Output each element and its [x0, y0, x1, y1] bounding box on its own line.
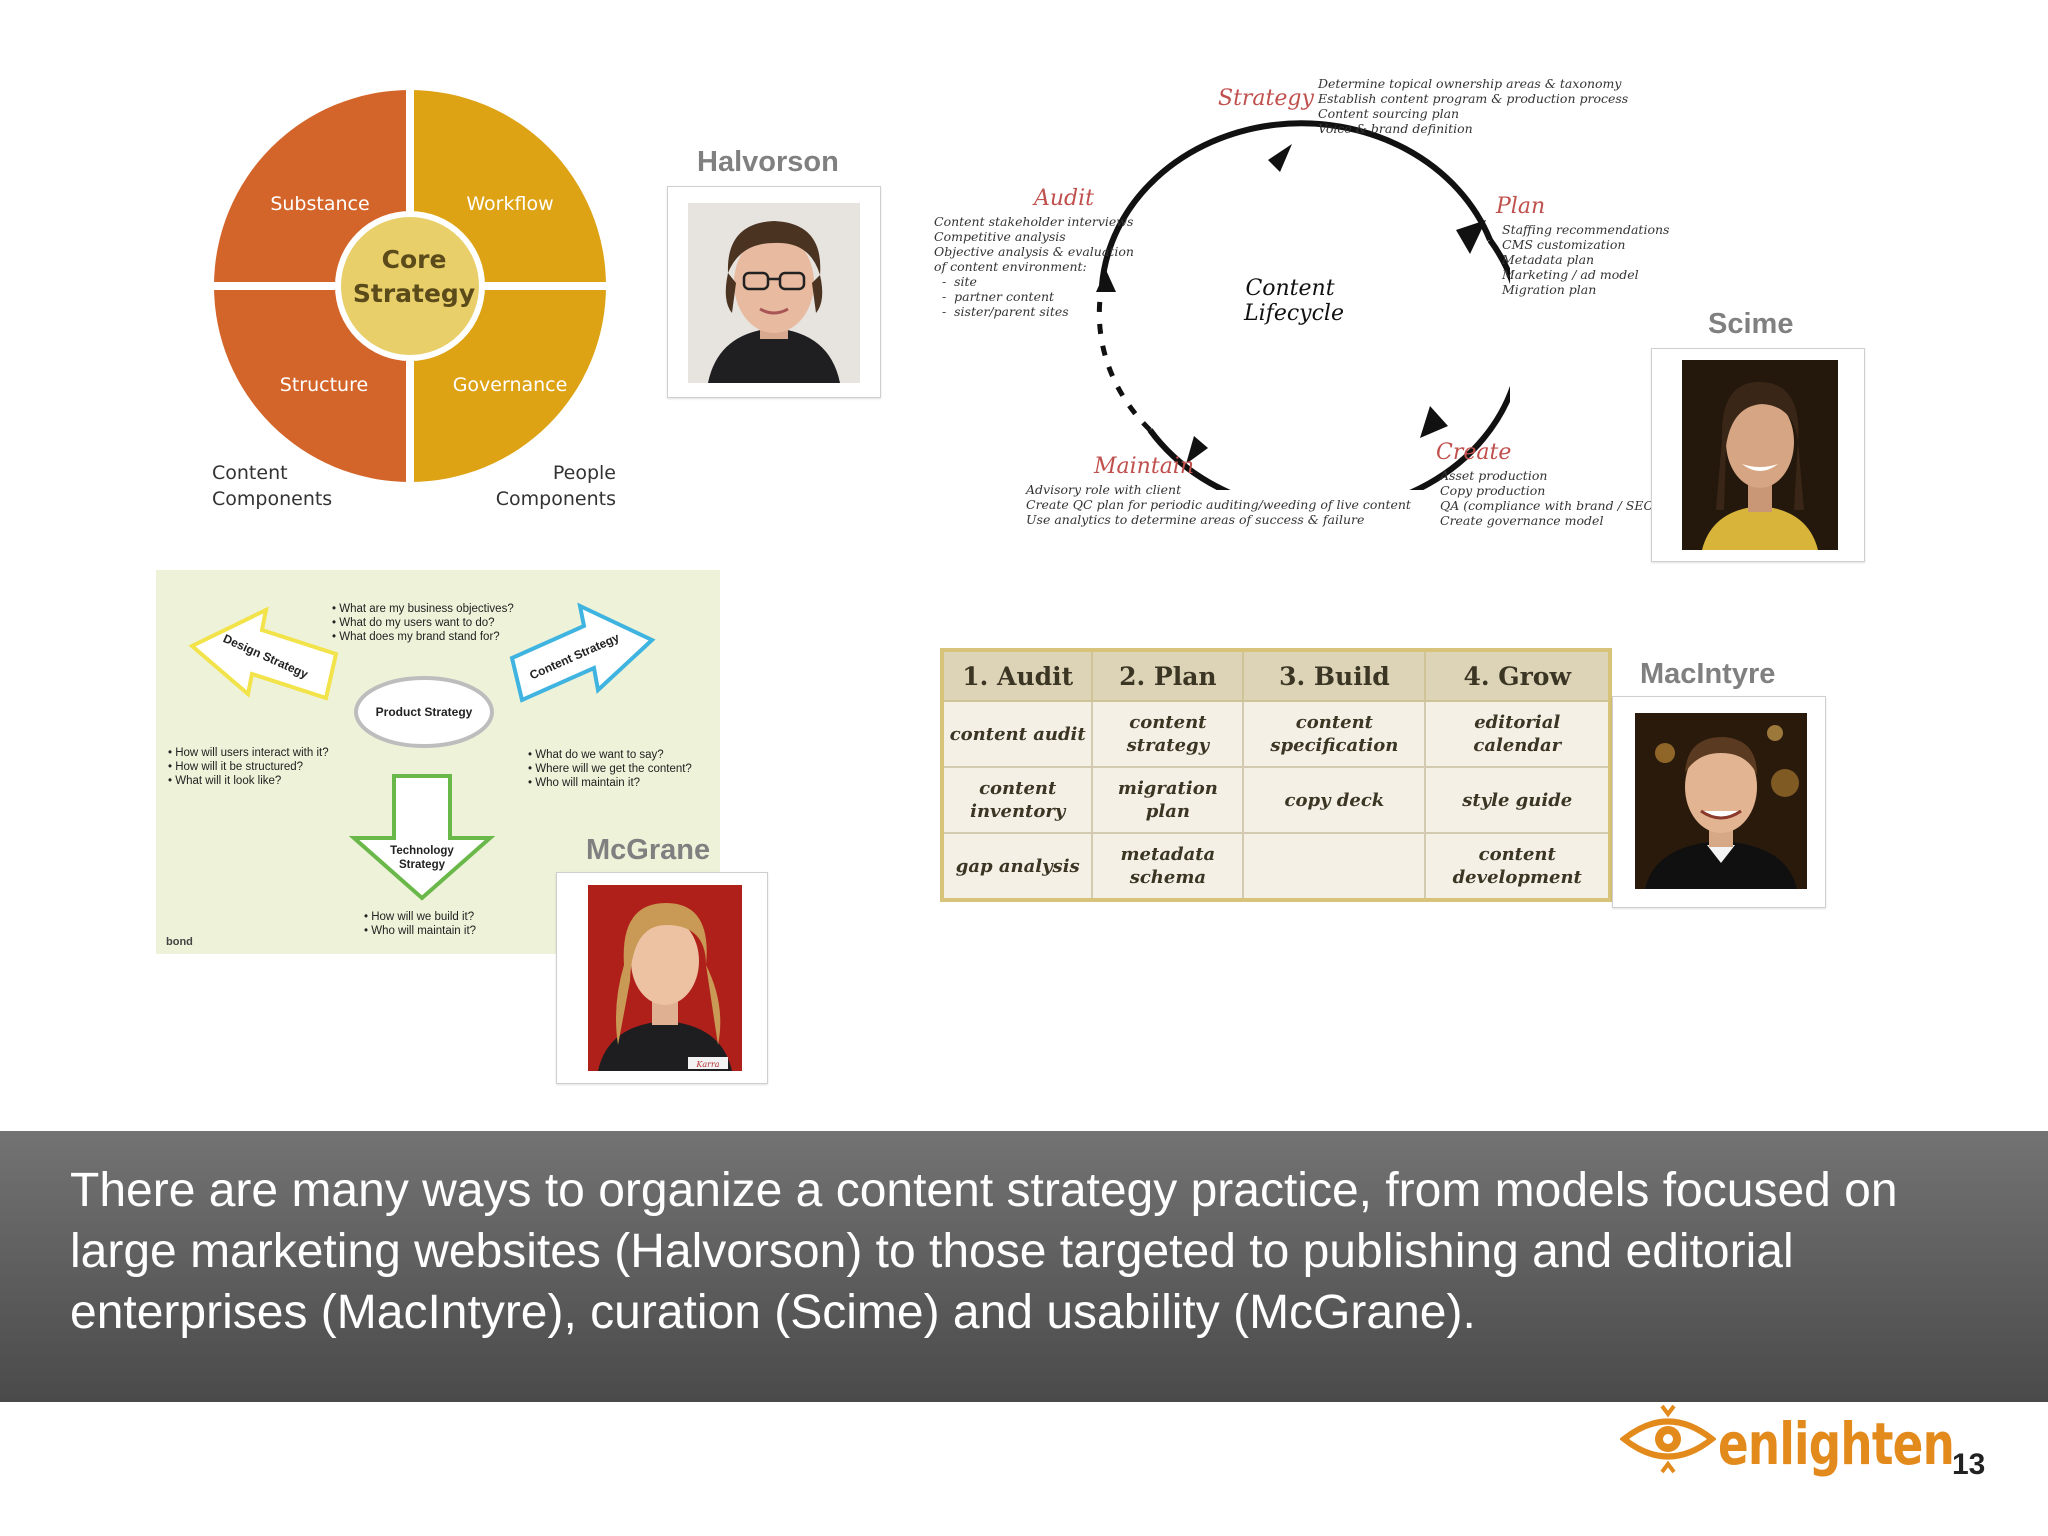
- header-build: 3. Build: [1242, 649, 1427, 702]
- stage-audit-title: Audit: [1034, 186, 1095, 211]
- arrow-audit: [1096, 270, 1116, 292]
- stage-strategy-notes: Determine topical ownership areas & taxo…: [1318, 76, 1629, 136]
- enlighten-eye-icon: [1620, 1404, 1716, 1474]
- content-components-line2: Components: [212, 488, 333, 510]
- page-number: 13: [1952, 1448, 1986, 1481]
- table-cell: content specification: [1242, 700, 1427, 768]
- content-strategy-arrow: [509, 602, 656, 703]
- header-plan: 2. Plan: [1091, 649, 1245, 702]
- core-circle: [335, 211, 485, 361]
- summary-banner: [0, 1131, 2048, 1402]
- table-cell: content audit: [940, 700, 1094, 768]
- stage-strategy-title: Strategy: [1218, 86, 1314, 111]
- photo-frame-halvorson: [667, 186, 881, 398]
- header-audit: 1. Audit: [940, 649, 1094, 702]
- table-cell: metadata schema: [1091, 832, 1245, 901]
- product-strategy-ellipse: [354, 676, 494, 748]
- questions-bottom: • How will we build it? • Who will maint…: [364, 911, 477, 937]
- photo-frame-mcgrane: Karra: [556, 872, 768, 1084]
- strategy-arrows: Design Strategy Content Strategy Product…: [188, 602, 656, 901]
- technology-strategy-label-1: Technology: [390, 845, 454, 857]
- stage-create-title: Create: [1436, 440, 1512, 465]
- content-components-label: Content Components: [212, 460, 332, 512]
- photo-macintyre: [1635, 713, 1807, 889]
- table-row: content audit content strategy content s…: [940, 700, 1611, 768]
- technology-strategy-label-2: Strategy: [399, 859, 446, 871]
- people-components-line2: Components: [495, 488, 616, 510]
- questions-left: • How will users interact with it? • How…: [168, 747, 329, 787]
- photo-frame-scime: [1651, 348, 1865, 562]
- arrow-maintain: [1186, 436, 1208, 464]
- table-cell: migration plan: [1091, 766, 1245, 834]
- enlighten-logo: enlighten: [1718, 1410, 1955, 1478]
- label-workflow: Workflow: [466, 193, 553, 215]
- core-strategy-diagram: Substance Workflow Structure Governance …: [210, 86, 610, 486]
- table-cell: content inventory: [940, 766, 1094, 834]
- design-strategy-arrow: [188, 606, 339, 701]
- questions-top: • What are my business objectives? • Wha…: [332, 603, 514, 643]
- label-substance: Substance: [270, 193, 369, 215]
- content-lifecycle-diagram: Content Lifecycle: [1096, 120, 1510, 490]
- product-strategy-label: Product Strategy: [376, 705, 473, 719]
- photo-frame-macintyre: [1612, 696, 1826, 908]
- table-cell: content development: [1424, 832, 1611, 901]
- name-mcgrane: McGrane: [586, 834, 711, 866]
- label-structure: Structure: [280, 374, 368, 396]
- table-cell: [1242, 832, 1427, 901]
- stage-audit-notes: Content stakeholder interviews Competiti…: [934, 214, 1134, 319]
- table-cell: copy deck: [1242, 766, 1427, 834]
- strategy-diagram-panel: Design Strategy Content Strategy Product…: [156, 570, 720, 954]
- table-row: content inventory migration plan copy de…: [940, 766, 1611, 834]
- name-badge: Karra: [695, 1060, 719, 1069]
- name-scime: Scime: [1708, 308, 1794, 340]
- table-cell: style guide: [1424, 766, 1611, 834]
- core-label-1: Core: [382, 245, 447, 274]
- people-components-line1: People: [552, 462, 616, 484]
- name-halvorson: Halvorson: [697, 146, 839, 178]
- photo-halvorson: [688, 203, 860, 383]
- summary-text: There are many ways to organize a conten…: [70, 1164, 1898, 1339]
- bond-logo: bond: [166, 936, 193, 948]
- label-governance: Governance: [453, 374, 568, 396]
- lifecycle-center-2: Lifecycle: [1243, 301, 1344, 326]
- table-header-row: 1. Audit 2. Plan 3. Build 4. Grow: [940, 649, 1611, 702]
- lifecycle-center-1: Content: [1245, 276, 1334, 301]
- table-cell: editorial calendar: [1424, 700, 1611, 768]
- core-label-2: Strategy: [353, 279, 475, 308]
- stage-plan-title: Plan: [1496, 194, 1546, 219]
- arrow-create: [1420, 406, 1448, 438]
- stage-maintain-title: Maintain: [1094, 454, 1195, 479]
- name-macintyre: MacIntyre: [1640, 658, 1776, 690]
- photo-mcgrane: Karra: [588, 885, 742, 1071]
- stage-maintain-notes: Advisory role with client Create QC plan…: [1026, 482, 1411, 527]
- stage-plan-notes: Staffing recommendations CMS customizati…: [1502, 222, 1670, 297]
- content-process-table: 1. Audit 2. Plan 3. Build 4. Grow conten…: [940, 648, 1612, 902]
- header-grow: 4. Grow: [1424, 649, 1611, 702]
- content-components-line1: Content: [212, 462, 288, 484]
- table-cell: gap analysis: [940, 832, 1094, 901]
- questions-right: • What do we want to say? • Where will w…: [528, 749, 692, 789]
- arrow-plan: [1456, 220, 1486, 254]
- table-row: gap analysis metadata schema content dev…: [940, 832, 1611, 901]
- table-cell: content strategy: [1091, 700, 1245, 768]
- photo-scime: [1682, 360, 1838, 550]
- stage-create-notes: Asset production Copy production QA (com…: [1440, 468, 1659, 528]
- arrow-strategy: [1268, 144, 1292, 172]
- people-components-label: People Components: [490, 460, 616, 512]
- technology-strategy-arrow: [348, 774, 496, 901]
